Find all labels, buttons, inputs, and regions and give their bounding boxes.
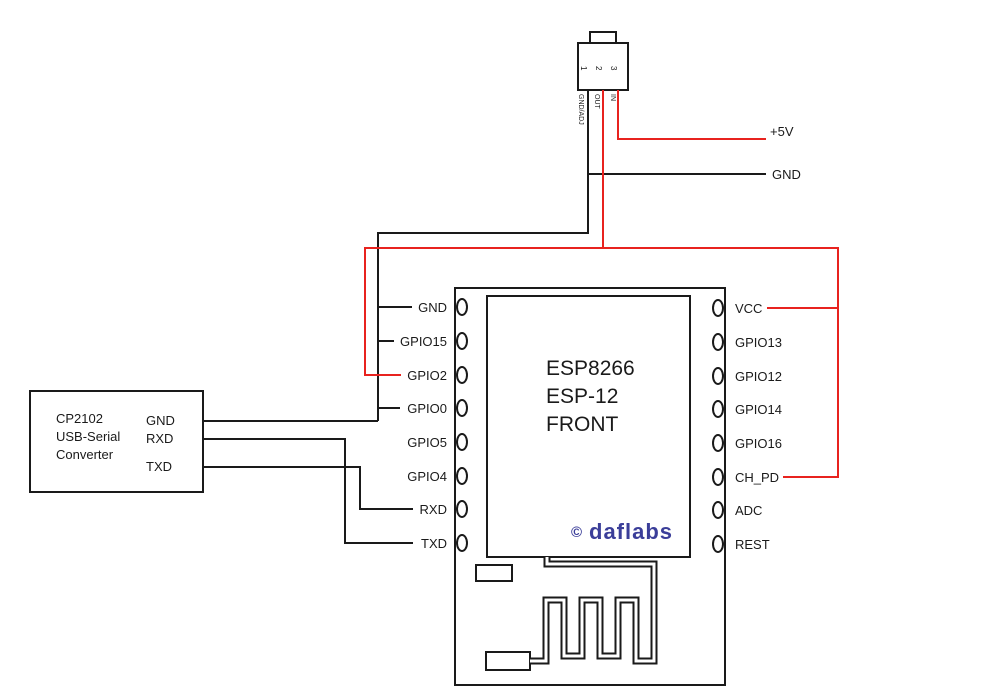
pin-pad-right-adc (712, 501, 724, 519)
regulator-pin-label-out: OUT (593, 94, 600, 110)
pin-label-gpio16: GPIO16 (735, 436, 782, 451)
regulator-pin-number-2: 2 (594, 66, 603, 71)
regulator-pin-number-3: 3 (609, 66, 618, 71)
component-pad (475, 564, 513, 582)
pin-pad-right-gpio12 (712, 367, 724, 385)
pin-pad-right-gpio13 (712, 333, 724, 351)
label-plus5v: +5V (770, 124, 794, 139)
pin-pad-left-txd (456, 534, 468, 552)
wire-cp2102-rxd-to-esp-txd (203, 438, 413, 544)
pin-pad-left-gpio4 (456, 467, 468, 485)
regulator-body (577, 42, 629, 91)
pin-label-gpio14: GPIO14 (735, 402, 782, 417)
esp-title-line3: FRONT (546, 413, 618, 436)
pin-label-gpio4: GPIO4 (407, 469, 447, 484)
pin-pad-left-gnd (456, 298, 468, 316)
voltage-regulator: 1 2 3 GND/ADJ OUT IN (577, 31, 629, 125)
pin-pad-left-gpio15 (456, 332, 468, 350)
regulator-pin-number-1: 1 (579, 66, 588, 71)
cp2102-box (29, 390, 204, 493)
pin-label-adc: ADC (735, 503, 762, 518)
daflabs-copyright-icon: © (571, 524, 582, 541)
pin-label-gpio15: GPIO15 (400, 334, 447, 349)
esp-title-line2: ESP-12 (546, 385, 618, 408)
pin-pad-left-gpio5 (456, 433, 468, 451)
cp2102-name-line3: Converter (56, 447, 114, 462)
pin-label-gpio5: GPIO5 (407, 435, 447, 450)
label-gnd: GND (772, 167, 801, 182)
pin-label-gpio0: GPIO0 (407, 401, 447, 416)
regulator-pin-label-gndadj: GND/ADJ (577, 94, 584, 125)
cp2102-pin-rxd: RXD (146, 431, 173, 446)
pin-label-rxd: RXD (420, 502, 447, 517)
wire-33v-rail (364, 247, 839, 478)
pin-pad-right-gpio14 (712, 400, 724, 418)
pin-label-vcc: VCC (735, 301, 762, 316)
pin-pad-right-chpd (712, 468, 724, 486)
regulator-pin-label-in: IN (609, 94, 616, 101)
esp-shield (486, 295, 691, 558)
pin-pad-left-rxd (456, 500, 468, 518)
esp-title-line1: ESP8266 (546, 357, 635, 380)
cp2102-name-line2: USB-Serial (56, 429, 120, 444)
pin-label-gpio13: GPIO13 (735, 335, 782, 350)
wire-ground-rail (377, 90, 589, 421)
daflabs-logo: daflabs (589, 519, 673, 544)
usb-serial-converter: CP2102 USB-Serial Converter GND RXD TXD (29, 390, 204, 493)
cp2102-pin-txd: TXD (146, 459, 172, 474)
pin-label-gpio2: GPIO2 (407, 368, 447, 383)
wire-cp2102-txd-to-esp-rxd (203, 466, 413, 510)
pin-pad-left-gpio2 (456, 366, 468, 384)
antenna-meander-inner (530, 557, 656, 663)
pin-pad-right-rest (712, 535, 724, 553)
esp-module-outline (454, 287, 726, 686)
esp-module: ESP8266 ESP-12 FRONT © daflabs (454, 287, 726, 686)
cp2102-name-line1: CP2102 (56, 411, 103, 426)
pin-pad-right-vcc (712, 299, 724, 317)
pin-pad-left-gpio0 (456, 399, 468, 417)
pin-label-rest: REST (735, 537, 770, 552)
pin-label-gpio12: GPIO12 (735, 369, 782, 384)
cp2102-pin-gnd: GND (146, 413, 175, 428)
pin-label-txd: TXD (421, 536, 447, 551)
wire-5v-in (617, 90, 766, 140)
pin-label-gnd: GND (418, 300, 447, 315)
regulator-tab (589, 31, 617, 44)
pin-label-chpd: CH_PD (735, 470, 779, 485)
pin-pad-right-gpio16 (712, 434, 724, 452)
